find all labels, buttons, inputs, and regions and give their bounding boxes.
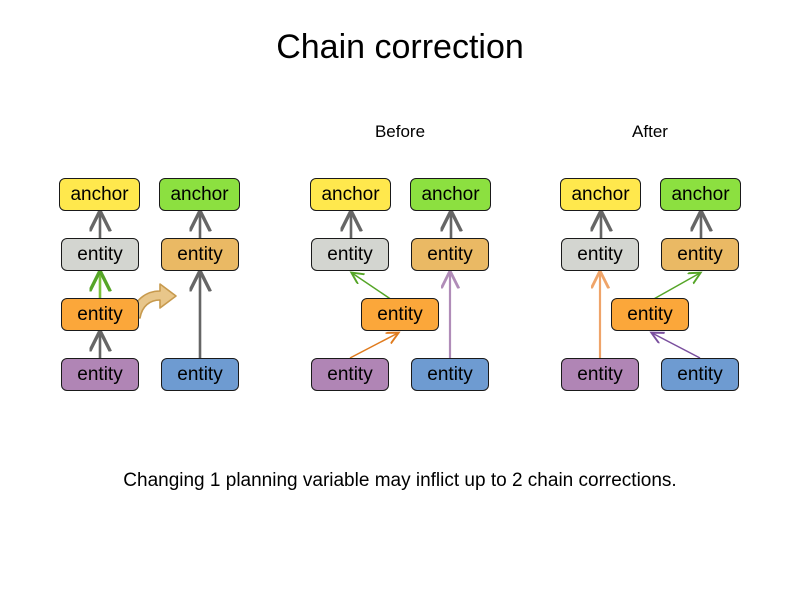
edge-orange-to-tan-diagonal bbox=[651, 273, 700, 301]
node-entity-purple[interactable]: entity bbox=[311, 358, 389, 391]
node-anchor-yellow[interactable]: anchor bbox=[560, 178, 641, 211]
edge-orange-to-grey-diagonal bbox=[352, 273, 393, 301]
node-anchor-green[interactable]: anchor bbox=[660, 178, 741, 211]
node-entity-grey[interactable]: entity bbox=[311, 238, 389, 271]
panel-label-after: After bbox=[632, 122, 668, 141]
panel-label-before: Before bbox=[374, 122, 426, 141]
edges-before-panel bbox=[349, 212, 451, 359]
node-entity-orange[interactable]: entity bbox=[361, 298, 439, 331]
node-entity-blue[interactable]: entity bbox=[161, 358, 239, 391]
node-entity-orange[interactable]: entity bbox=[611, 298, 689, 331]
edge-purple-to-orange-diagonal bbox=[349, 333, 398, 359]
node-anchor-green[interactable]: anchor bbox=[410, 178, 491, 211]
node-entity-tan[interactable]: entity bbox=[411, 238, 489, 271]
node-anchor-yellow[interactable]: anchor bbox=[310, 178, 391, 211]
edges-after-panel bbox=[600, 212, 701, 359]
node-entity-blue[interactable]: entity bbox=[411, 358, 489, 391]
node-anchor-yellow[interactable]: anchor bbox=[59, 178, 140, 211]
node-entity-purple[interactable]: entity bbox=[61, 358, 139, 391]
page-title: Chain correction bbox=[276, 28, 524, 66]
node-entity-tan[interactable]: entity bbox=[161, 238, 239, 271]
edge-blue-to-orange-diagonal bbox=[652, 333, 701, 359]
node-entity-grey[interactable]: entity bbox=[61, 238, 139, 271]
edges-initial-panel bbox=[100, 212, 200, 358]
node-entity-orange[interactable]: entity bbox=[61, 298, 139, 331]
node-entity-grey[interactable]: entity bbox=[561, 238, 639, 271]
node-entity-blue[interactable]: entity bbox=[661, 358, 739, 391]
node-anchor-green[interactable]: anchor bbox=[159, 178, 240, 211]
slide-caption: Changing 1 planning variable may inflict… bbox=[123, 470, 677, 491]
node-entity-purple[interactable]: entity bbox=[561, 358, 639, 391]
node-entity-tan[interactable]: entity bbox=[661, 238, 739, 271]
